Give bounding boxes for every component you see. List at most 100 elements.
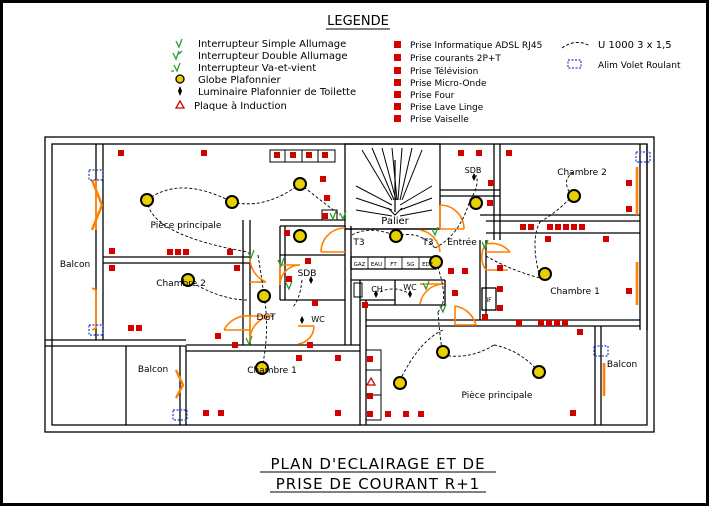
legend-outlet-list: Prise Informatique ADSL RJ45 Prise coura… (394, 41, 542, 125)
outlet-icon (555, 224, 561, 230)
outlet-icon (571, 224, 577, 230)
room-label-corridor: DGT (256, 313, 276, 323)
simple-switch-icon (175, 38, 183, 49)
room-labels: Pièce principale Chambre 2 Chambre 1 SDB… (60, 166, 637, 401)
ceiling-globe-icon (140, 193, 154, 207)
meter-panel: GAZ EAU FT SG EDF (354, 257, 433, 269)
switch-icon (329, 210, 337, 221)
outlet-icon (284, 230, 290, 236)
outlet-icon (320, 176, 326, 182)
two-way-switch-icon (171, 62, 181, 73)
room-label-wc-center: WC (403, 283, 417, 292)
toilet-luminaire-icon (468, 173, 480, 181)
legend-title: LEGENDE (327, 14, 389, 29)
outlet-icon (385, 411, 391, 417)
ceiling-globe-icon (255, 361, 269, 375)
cable-runs (146, 171, 575, 381)
outlet-icon (626, 288, 632, 294)
ceiling-globe-icon (567, 189, 581, 203)
outlet-icon (546, 320, 552, 326)
switch-icon (277, 257, 285, 268)
outlet-icon (570, 410, 576, 416)
outlet-icon (362, 302, 368, 308)
outlet-icon (322, 152, 328, 158)
room-label-balcony-left: Balcon (60, 260, 90, 270)
ceiling-globe-icon (175, 74, 185, 84)
outlet-icon (183, 249, 189, 255)
room-label-t3-left: T3 (352, 238, 364, 248)
outlet-icon (367, 411, 373, 417)
outlet-icon (335, 410, 341, 416)
ceiling-globes (140, 177, 581, 390)
outlet-icon (538, 320, 544, 326)
cable-run-icon (561, 42, 591, 49)
outlet-icon (476, 150, 482, 156)
ceiling-globe-icon (538, 267, 552, 281)
legend-item-shutter: Alim Volet Roulant (598, 61, 681, 71)
outlet-icon (545, 236, 551, 242)
outlet-icon (324, 195, 330, 201)
outlet-icon (418, 411, 424, 417)
outlet-icon (322, 213, 328, 219)
meter-label-water: EAU (371, 262, 382, 268)
outlet-icon (128, 325, 134, 331)
outlet-icon (488, 180, 494, 186)
plan-title: PLAN D'ECLAIRAGE ET DE PRISE DE COURANT … (260, 455, 496, 493)
walls (44, 136, 655, 433)
outlet-icon (305, 258, 311, 264)
room-label-main-room-left: Pièce principale (151, 220, 222, 231)
room-label-bathroom-right: SDB (465, 166, 482, 175)
outlet-icon (203, 410, 209, 416)
meter-label-sg: SG (407, 262, 415, 268)
room-label-entrance: Entrée (447, 237, 477, 248)
outlet-icon (603, 236, 609, 242)
room-label-bedroom2-left: Chambre 2 (156, 279, 206, 289)
room-label-wc-left: WC (311, 315, 325, 324)
room-label-balcony-lower: Balcon (138, 365, 168, 375)
legend-item-power-outlet: Prise courants 2P+T (410, 54, 501, 64)
ceiling-globe-icon (181, 273, 195, 287)
legend-item-ceiling-globe: Globe Plafonnier (198, 75, 282, 86)
room-label-balcony-right: Balcon (607, 360, 637, 370)
room-label-bedroom2-right: Chambre 2 (557, 168, 607, 178)
outlet-icon (579, 224, 585, 230)
ceiling-globe-icon (532, 365, 546, 379)
outlet-icon (201, 150, 207, 156)
outlet-icon (227, 249, 233, 255)
switch-icon (339, 210, 347, 221)
outlet-icon (296, 355, 302, 361)
room-label-ch: CH (371, 285, 383, 294)
room-label-main-room-right: Pièce principale (462, 390, 533, 401)
riser-tag: IF (486, 297, 492, 304)
legend-item-dishwasher-outlet: Prise Vaiselle (410, 115, 469, 125)
ceiling-globe-icon (257, 289, 271, 303)
oven-outlet-icon (394, 91, 401, 98)
dishwasher-outlet-icon (394, 115, 401, 122)
induction-hob-icon (365, 376, 377, 386)
room-label-bathroom-left: SDB (298, 269, 317, 279)
toilet-luminaire-icon (173, 86, 187, 96)
room-label-bedroom1-left: Chambre 1 (247, 366, 297, 376)
legend-item-toilet-luminaire: Luminaire Plafonnier de Toilette (198, 87, 356, 98)
legend-item-induction-hob: Plaque à Induction (194, 100, 287, 112)
ceiling-globe-icon (469, 196, 483, 210)
double-switch-icon (172, 50, 183, 61)
outlet-icon (626, 180, 632, 186)
outlet-icon (234, 265, 240, 271)
legend-item-double-switch: Interrupteur Double Allumage (198, 51, 348, 62)
plan-title-line1: PLAN D'ECLAIRAGE ET DE (270, 455, 485, 473)
legend-item-two-way-switch: Interrupteur Va-et-vient (198, 63, 316, 74)
outlet-icon (312, 300, 318, 306)
rj45-outlet-icon (394, 41, 401, 48)
legend-item-oven-outlet: Prise Four (410, 91, 455, 101)
switch-icon (481, 239, 489, 250)
switch-icon (245, 335, 253, 346)
outlet-icon (215, 333, 221, 339)
ceiling-globe-icon (389, 229, 403, 243)
ceiling-globe-icon (436, 345, 450, 359)
room-label-bedroom1-right: Chambre 1 (550, 287, 600, 297)
meter-label-gas: GAZ (354, 262, 366, 268)
switches (245, 210, 489, 346)
